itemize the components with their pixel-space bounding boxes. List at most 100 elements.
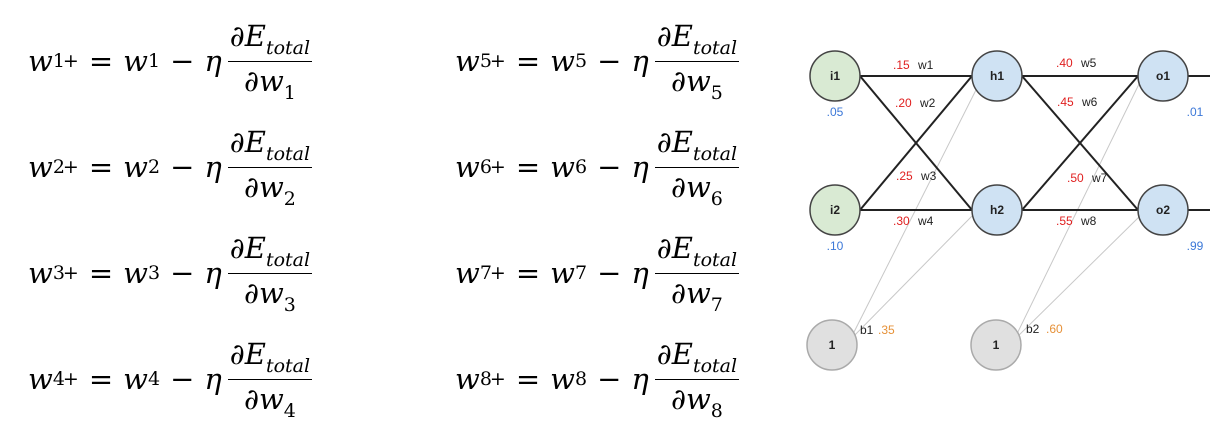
equals-sign: =: [515, 150, 541, 184]
w-old: w: [123, 256, 148, 290]
numerator: ∂Etotal: [227, 231, 313, 274]
w-old-index: 6: [574, 156, 588, 178]
w-old: w: [123, 150, 148, 184]
node-label-i1: i1: [830, 69, 840, 83]
weight-name: w7: [1091, 171, 1108, 185]
minus-sign: −: [597, 44, 622, 78]
w-new: w: [28, 150, 53, 184]
numerator: ∂Etotal: [654, 337, 740, 380]
total-subscript: total: [265, 36, 311, 59]
node-label-b2: 1: [993, 338, 1000, 352]
plus-superscript: +: [62, 50, 79, 72]
partial-symbol: ∂: [243, 63, 259, 98]
weight-value: .40: [1056, 56, 1073, 70]
total-subscript: total: [692, 248, 738, 271]
partial-derivative-fraction: ∂Etotal ∂w8: [654, 337, 740, 422]
partial-symbol: ∂: [229, 124, 245, 159]
node-label-o2: o2: [1156, 203, 1170, 217]
weight-connections: [859, 75, 1210, 211]
denominator: ∂w5: [671, 62, 723, 104]
numerator: ∂Etotal: [227, 336, 313, 380]
denominator: ∂w8: [671, 380, 723, 422]
w-new: w: [455, 256, 480, 290]
denominator: ∂w2: [244, 168, 296, 210]
partial-derivative-fraction: ∂Etotal ∂w1: [227, 18, 313, 104]
w-old-index: 7: [574, 262, 588, 284]
weight-index: 7: [710, 293, 723, 316]
plus-superscript: +: [62, 156, 79, 178]
w-old: w: [123, 44, 148, 78]
partial-derivative-fraction: ∂Etotal ∂w5: [654, 18, 740, 104]
error-symbol: E: [244, 336, 266, 371]
w-old: w: [550, 362, 575, 396]
error-symbol: E: [671, 230, 693, 265]
learning-rate: η: [204, 150, 222, 184]
weight-value: .20: [895, 96, 912, 110]
equals-sign: =: [515, 362, 541, 396]
bias-value: .35: [878, 323, 895, 337]
partial-symbol: ∂: [656, 124, 672, 159]
numerator: ∂Etotal: [227, 18, 313, 62]
weight-index: 1: [283, 81, 296, 104]
total-subscript: total: [265, 354, 311, 377]
weight-name: w2: [919, 96, 936, 110]
input-value-i2: .10: [827, 239, 844, 253]
node-label-b1: 1: [829, 338, 836, 352]
node-i1: [809, 50, 861, 102]
weight-symbol: w: [685, 275, 711, 310]
partial-symbol: ∂: [670, 169, 686, 204]
w-new: w: [28, 256, 53, 290]
denominator: ∂w1: [244, 62, 296, 104]
equals-sign: =: [88, 150, 114, 184]
partial-derivative-fraction: ∂Etotal ∂w2: [227, 124, 313, 210]
partial-derivative-fraction: ∂Etotal ∂w7: [654, 230, 740, 316]
error-symbol: E: [244, 18, 266, 53]
partial-symbol: ∂: [229, 336, 245, 371]
denominator: ∂w6: [671, 168, 723, 210]
weight-value: .25: [896, 169, 913, 183]
minus-sign: −: [597, 256, 622, 290]
w-new-index: 7: [479, 262, 492, 284]
learning-rate: η: [631, 256, 649, 290]
partial-symbol: ∂: [243, 169, 259, 204]
bias-name: b1: [860, 323, 874, 337]
equals-sign: =: [88, 44, 114, 78]
plus-superscript: +: [489, 50, 506, 72]
plus-superscript: +: [489, 156, 506, 178]
partial-symbol: ∂: [656, 18, 672, 53]
numerator: ∂Etotal: [654, 124, 740, 168]
w-new: w: [28, 362, 53, 396]
total-subscript: total: [265, 248, 311, 271]
error-symbol: E: [671, 18, 693, 53]
partial-symbol: ∂: [243, 381, 259, 416]
w-old: w: [550, 256, 575, 290]
w-old: w: [123, 362, 148, 396]
node-o1: [1137, 50, 1189, 102]
learning-rate: η: [204, 256, 222, 290]
equals-sign: =: [88, 362, 114, 396]
w-old-index: 4: [147, 368, 161, 390]
weight-index: 4: [283, 399, 296, 422]
weight-value: .30: [893, 214, 910, 228]
w-new-index: 1: [52, 50, 65, 72]
partial-derivative-fraction: ∂Etotal ∂w3: [227, 231, 313, 316]
w-old-index: 2: [147, 156, 161, 178]
weight-symbol: w: [685, 63, 711, 98]
w-new: w: [455, 150, 480, 184]
minus-sign: −: [170, 44, 195, 78]
equals-sign: =: [515, 256, 541, 290]
weight-symbol: w: [685, 169, 711, 204]
total-subscript: total: [265, 142, 311, 165]
w-new: w: [455, 362, 480, 396]
weight-name: w6: [1081, 95, 1098, 109]
plus-superscript: +: [62, 262, 79, 284]
w-new-index: 2: [52, 156, 65, 178]
minus-sign: −: [170, 150, 195, 184]
weight-name: w8: [1080, 214, 1097, 228]
weight-symbol: w: [685, 381, 711, 416]
total-subscript: total: [692, 36, 738, 59]
